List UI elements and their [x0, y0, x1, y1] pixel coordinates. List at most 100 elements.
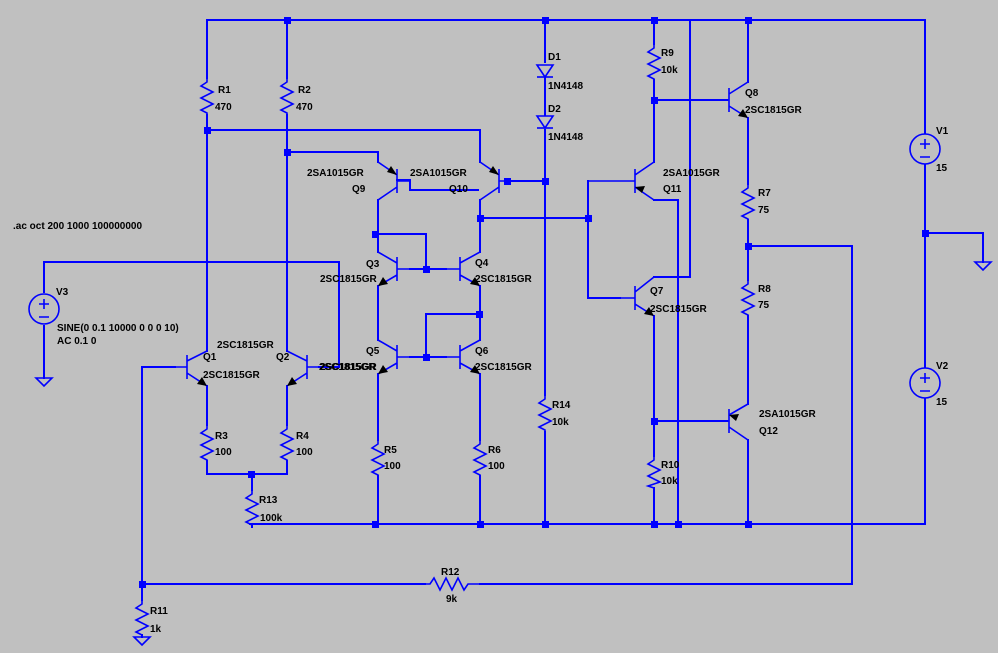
- d2-model: 1N4148: [548, 132, 583, 143]
- q4-model: 2SC1815GR: [475, 274, 532, 285]
- q8-label: Q8: [745, 88, 759, 99]
- v1-label: V1: [936, 126, 949, 137]
- wires: [43, 19, 984, 638]
- resistor-r3[interactable]: R3 100: [199, 425, 232, 461]
- r7-value: 75: [758, 205, 770, 216]
- source-v1[interactable]: V1 15: [909, 126, 949, 174]
- q9-label: Q9: [352, 184, 366, 195]
- q10-label: Q10: [449, 184, 468, 195]
- diode-d1[interactable]: D1 1N4148: [535, 52, 583, 92]
- q9-model: 2SA1015GR: [307, 168, 364, 179]
- r8-value: 75: [758, 300, 770, 311]
- resistor-r6[interactable]: R6 100: [472, 440, 505, 476]
- transistor-q8[interactable]: Q8 2SC1815GR: [727, 81, 802, 119]
- voltage-sources: V1 15 V2 15 V3 SINE(0 0.1 10000 0 0 0 10…: [28, 126, 949, 408]
- transistor-q11[interactable]: 2SA1015GR Q11: [588, 161, 720, 201]
- q10-model: 2SA1015GR: [410, 168, 467, 179]
- r14-label: R14: [552, 400, 571, 411]
- diodes: D1 1N4148 D2 1N4148: [535, 52, 583, 143]
- r2-label: R2: [298, 85, 311, 96]
- q7-model: 2SC1815GR: [650, 304, 707, 315]
- resistor-r7[interactable]: R7 75: [740, 184, 771, 220]
- resistor-r2[interactable]: R2 470: [279, 78, 313, 115]
- resistor-r4[interactable]: R4 100: [279, 425, 313, 461]
- r12-value: 9k: [446, 594, 458, 605]
- d1-model: 1N4148: [548, 81, 583, 92]
- q6-model: 2SC1815GR: [475, 362, 532, 373]
- v3-label: V3: [56, 287, 69, 298]
- spice-directive[interactable]: .ac oct 200 1000 100000000: [13, 221, 142, 232]
- r6-value: 100: [488, 461, 505, 472]
- junction-dots: [139, 17, 929, 588]
- q2-label: Q2: [276, 352, 290, 363]
- v2-value: 15: [936, 397, 948, 408]
- ground-symbols: [34, 261, 993, 647]
- q7-label: Q7: [650, 286, 664, 297]
- q12-label: Q12: [759, 426, 778, 437]
- resistor-r12[interactable]: R12 9k: [425, 567, 480, 605]
- resistor-r5[interactable]: R5 100: [370, 440, 401, 476]
- r6-label: R6: [488, 445, 501, 456]
- transistor-q4[interactable]: Q4 2SC1815GR: [446, 251, 532, 287]
- transistor-q1[interactable]: Q1 2SC1815GR 2SC1815GR: [175, 340, 274, 387]
- transistor-q10[interactable]: 2SA1015GR Q10: [410, 161, 507, 201]
- d2-label: D2: [548, 104, 561, 115]
- resistor-r9[interactable]: R9 10k: [646, 44, 678, 80]
- r14-value: 10k: [552, 417, 569, 428]
- r13-label: R13: [259, 495, 278, 506]
- resistor-r8[interactable]: R8 75: [740, 280, 771, 316]
- q1-model: 2SC1815GR: [217, 340, 274, 351]
- q5-model: 2SC1815GR: [320, 362, 377, 373]
- transistor-q9[interactable]: 2SA1015GR Q9: [307, 161, 410, 201]
- v3-value: SINE(0 0.1 10000 0 0 0 10): [57, 323, 179, 334]
- transistor-q2[interactable]: Q2 2SC1815GR: [276, 350, 376, 387]
- ground-icon: [132, 636, 152, 647]
- r10-label: R10: [661, 460, 680, 471]
- r9-value: 10k: [661, 65, 678, 76]
- transistor-q7[interactable]: Q7 2SC1815GR: [620, 276, 707, 317]
- r4-label: R4: [296, 431, 309, 442]
- r8-label: R8: [758, 284, 771, 295]
- transistor-q5[interactable]: Q5 2SC1815GR: [320, 339, 410, 375]
- source-v3[interactable]: V3 SINE(0 0.1 10000 0 0 0 10) AC 0.1 0: [28, 287, 179, 347]
- r2-value: 470: [296, 102, 313, 113]
- q6-label: Q6: [475, 346, 489, 357]
- r5-value: 100: [384, 461, 401, 472]
- diode-d2[interactable]: D2 1N4148: [535, 104, 583, 143]
- q5-label: Q5: [366, 346, 380, 357]
- r1-value: 470: [215, 102, 232, 113]
- source-v2[interactable]: V2 15: [909, 361, 949, 408]
- resistor-r13[interactable]: R13 100k: [244, 490, 283, 527]
- q12-model: 2SA1015GR: [759, 409, 816, 420]
- transistor-q12[interactable]: 2SA1015GR Q12: [727, 403, 816, 441]
- resistor-r14[interactable]: R14 10k: [537, 395, 571, 432]
- v3-ac: AC 0.1 0: [57, 336, 97, 347]
- ground-icon: [34, 377, 54, 388]
- v1-value: 15: [936, 163, 948, 174]
- r3-value: 100: [215, 447, 232, 458]
- resistor-r11[interactable]: R11 1k: [134, 600, 168, 636]
- r9-label: R9: [661, 48, 674, 59]
- v2-label: V2: [936, 361, 949, 372]
- transistor-q6[interactable]: Q6 2SC1815GR: [446, 339, 532, 375]
- r11-label: R11: [150, 606, 168, 617]
- r4-value: 100: [296, 447, 313, 458]
- resistor-r1[interactable]: R1 470: [199, 78, 232, 115]
- r1-label: R1: [218, 85, 231, 96]
- r12-label: R12: [441, 567, 460, 578]
- q11-label: Q11: [663, 184, 682, 195]
- resistors: R1 470 R2 470 R3 100 R4 100 R5 100 R6 10…: [134, 44, 771, 636]
- ground-icon: [973, 261, 993, 272]
- q1-label: Q1: [203, 352, 217, 363]
- transistor-q3[interactable]: Q3 2SC1815GR: [320, 251, 410, 287]
- r7-label: R7: [758, 188, 771, 199]
- transistors: Q1 2SC1815GR 2SC1815GR Q2 2SC1815GR 2SA1…: [175, 81, 816, 441]
- d1-label: D1: [548, 52, 561, 63]
- r11-value: 1k: [150, 624, 162, 635]
- r5-label: R5: [384, 445, 397, 456]
- q2-model: 2SC1815GR: [319, 362, 376, 373]
- q3-model: 2SC1815GR: [320, 274, 377, 285]
- r3-label: R3: [215, 431, 228, 442]
- resistor-r10[interactable]: R10 10k: [645, 456, 680, 489]
